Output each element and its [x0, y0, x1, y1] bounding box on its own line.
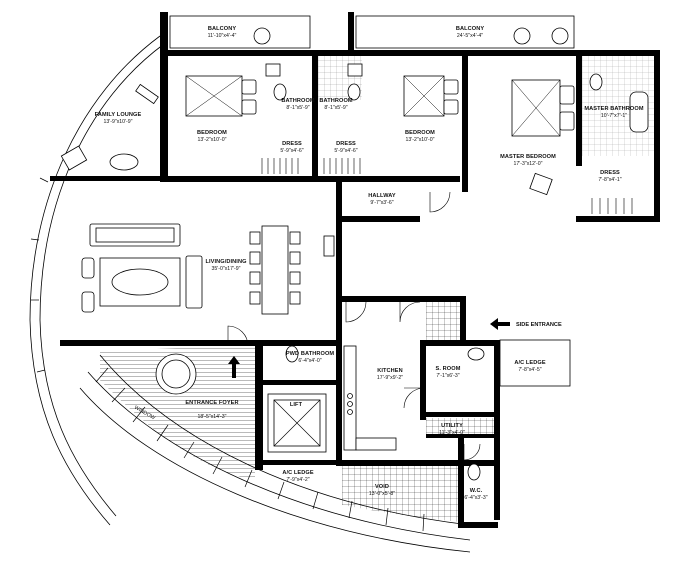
room-balcony-1-dim: 11'-10"x4'-4" — [208, 33, 237, 39]
room-bathroom-2-dim: 8'-1"x5'-9" — [324, 105, 347, 111]
room-living-dining-dim: 35'-0"x17'-9" — [211, 266, 240, 272]
room-void-name: VOID — [375, 484, 389, 490]
room-bedroom-1-name: BEDROOM — [197, 130, 227, 136]
room-s-room-name: S. ROOM — [436, 366, 461, 372]
room-bathroom-2-name: BATHROOM — [319, 98, 353, 104]
side-entrance-label: SIDE ENTRANCE — [516, 322, 562, 328]
room-master-bedroom-name: MASTER BEDROOM — [500, 154, 556, 160]
room-master-bedroom-dim: 17'-3"x12'-0" — [513, 161, 542, 167]
room-ac-ledge-2-dim: 7'-9"x4'-2" — [286, 477, 309, 483]
walls — [50, 12, 660, 528]
room-hallway-name: HALLWAY — [368, 193, 396, 199]
room-entrance-foyer-name: ENTRANCE FOYER — [185, 400, 238, 406]
room-master-bathroom-name: MASTER BATHROOM — [584, 106, 643, 112]
room-s-room-dim: 7'-1"x6'-3" — [436, 373, 459, 379]
entrance-arrow — [228, 356, 240, 378]
room-pwd-bathroom-dim: 6'-4"x4'-0" — [298, 358, 321, 364]
room-dress-1-dim: 5'-9"x4'-6" — [280, 148, 303, 154]
room-entrance-foyer-dim: 18'-5"x14'-3" — [197, 414, 226, 420]
room-dress-3-name: DRESS — [600, 170, 620, 176]
furniture — [60, 27, 649, 481]
room-dress-2-dim: 5'-9"x4'-6" — [334, 148, 357, 154]
room-dress-3-dim: 7'-8"x4'-1" — [598, 177, 621, 183]
sroom-grid — [426, 302, 462, 340]
room-lift-name: LIFT — [290, 402, 303, 408]
room-master-bathroom-dim: 10'-7"x7'-1" — [601, 113, 627, 119]
room-bedroom-2-dim: 13'-2"x10'-0" — [405, 137, 434, 143]
room-ac-ledge-1-dim: 7'-8"x4'-5" — [518, 367, 541, 373]
room-dress-2-name: DRESS — [336, 141, 356, 147]
room-ac-ledge-2-name: A/C LEDGE — [282, 470, 314, 476]
room-bathroom-1-name: BATHROOM — [281, 98, 315, 104]
void-grid — [342, 466, 460, 522]
doors — [227, 191, 481, 461]
room-balcony-1-name: BALCONY — [208, 26, 237, 32]
room-bedroom-2-name: BEDROOM — [405, 130, 435, 136]
side-entrance-arrow — [490, 318, 510, 330]
room-balcony-2-dim: 24'-5"x4'-4" — [457, 33, 483, 39]
room-hallway-dim: 9'-7"x3'-6" — [370, 200, 393, 206]
room-wc-name: W.C. — [470, 488, 483, 494]
utility-grid — [426, 418, 494, 434]
room-family-lounge-name: FAMILY LOUNGE — [95, 112, 142, 118]
room-utility-dim: 11'-3"x4'-0" — [439, 430, 465, 436]
room-balcony-2-name: BALCONY — [456, 26, 485, 32]
lift-shaft — [267, 393, 327, 453]
room-ac-ledge-1-name: A/C LEDGE — [514, 360, 546, 366]
room-bathroom-1-dim: 8'-1"x5'-9" — [286, 105, 309, 111]
room-dress-1-name: DRESS — [282, 141, 302, 147]
room-bedroom-1-dim: 13'-2"x10'-0" — [197, 137, 226, 143]
room-labels: BALCONY 11'-10"x4'-4" BALCONY 24'-5"x4'-… — [95, 26, 644, 501]
room-kitchen-name: KITCHEN — [377, 368, 403, 374]
room-wc-dim: 6'-4"x3'-3" — [464, 495, 487, 501]
room-pwd-bathroom-name: PWD BATHROOM — [286, 351, 335, 357]
room-kitchen-dim: 17'-9"x9'-2" — [377, 375, 403, 381]
ac-ledge-box — [499, 339, 571, 387]
room-void-dim: 13'-0"x5'-8" — [369, 491, 395, 497]
room-family-lounge-dim: 13'-9"x10'-9" — [103, 119, 132, 125]
foyer-hatch — [100, 346, 255, 480]
room-utility-name: UTILITY — [441, 423, 463, 429]
room-living-dining-name: LIVING/DINING — [205, 259, 246, 265]
